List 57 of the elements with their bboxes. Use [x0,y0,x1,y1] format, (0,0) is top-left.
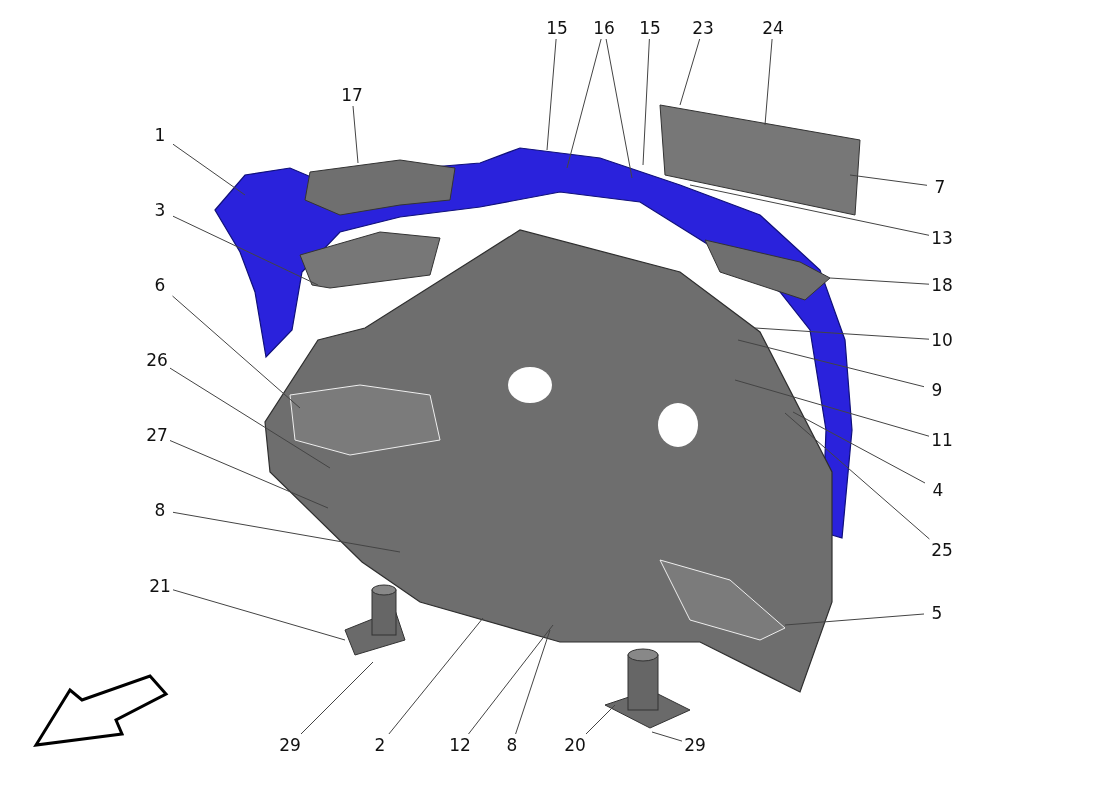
leader-line [605,38,633,179]
callout-number: 21 [147,575,173,597]
callout-number: 16 [591,17,617,39]
leader-line [172,589,346,641]
callout-number: 10 [929,329,955,351]
callout-number: 11 [929,429,955,451]
leader-line [642,38,650,166]
leader-line [515,629,551,735]
callout-number: 26 [144,349,170,371]
callout-number: 1 [147,124,173,146]
callout-number: 20 [562,734,588,756]
leader-line [546,38,557,151]
leader-line [566,38,602,169]
leader-line [300,661,374,735]
leader-line [388,617,484,735]
leader-line [784,412,930,540]
callout-number: 18 [929,274,955,296]
leader-line [352,105,359,164]
callout-number: 4 [925,479,951,501]
callout-number: 15 [544,17,570,39]
leader-line [651,731,683,742]
leader-line [679,38,701,106]
leader-line [468,624,554,735]
leader-line [169,367,331,469]
leader-line [689,184,930,236]
callout-number: 6 [147,274,173,296]
leader-line [734,379,930,437]
callout-number: 2 [367,734,393,756]
callout-number: 12 [447,734,473,756]
leader-line [172,295,301,409]
leader-line [754,327,930,340]
leader-line [784,613,925,626]
callout-number: 15 [637,17,663,39]
leader-line [829,277,930,285]
callout-number: 27 [144,424,170,446]
callout-number: 25 [929,539,955,561]
callout-number: 29 [277,734,303,756]
leader-line [172,511,401,553]
callout-number: 17 [339,84,365,106]
leader-line [172,143,246,196]
leader-line [792,411,926,484]
leader-line [172,215,319,286]
leader-line [764,38,773,126]
callout-number: 7 [927,176,953,198]
leader-line [585,704,616,735]
leader-line [737,339,925,388]
callout-number: 23 [690,17,716,39]
leader-line [169,440,329,509]
callout-number: 3 [147,199,173,221]
callout-number: 8 [499,734,525,756]
callout-number: 29 [682,734,708,756]
callout-number: 8 [147,499,173,521]
leader-line [849,174,928,186]
callout-number: 24 [760,17,786,39]
callout-number: 9 [924,379,950,401]
callout-number: 13 [929,227,955,249]
callout-number: 5 [924,602,950,624]
